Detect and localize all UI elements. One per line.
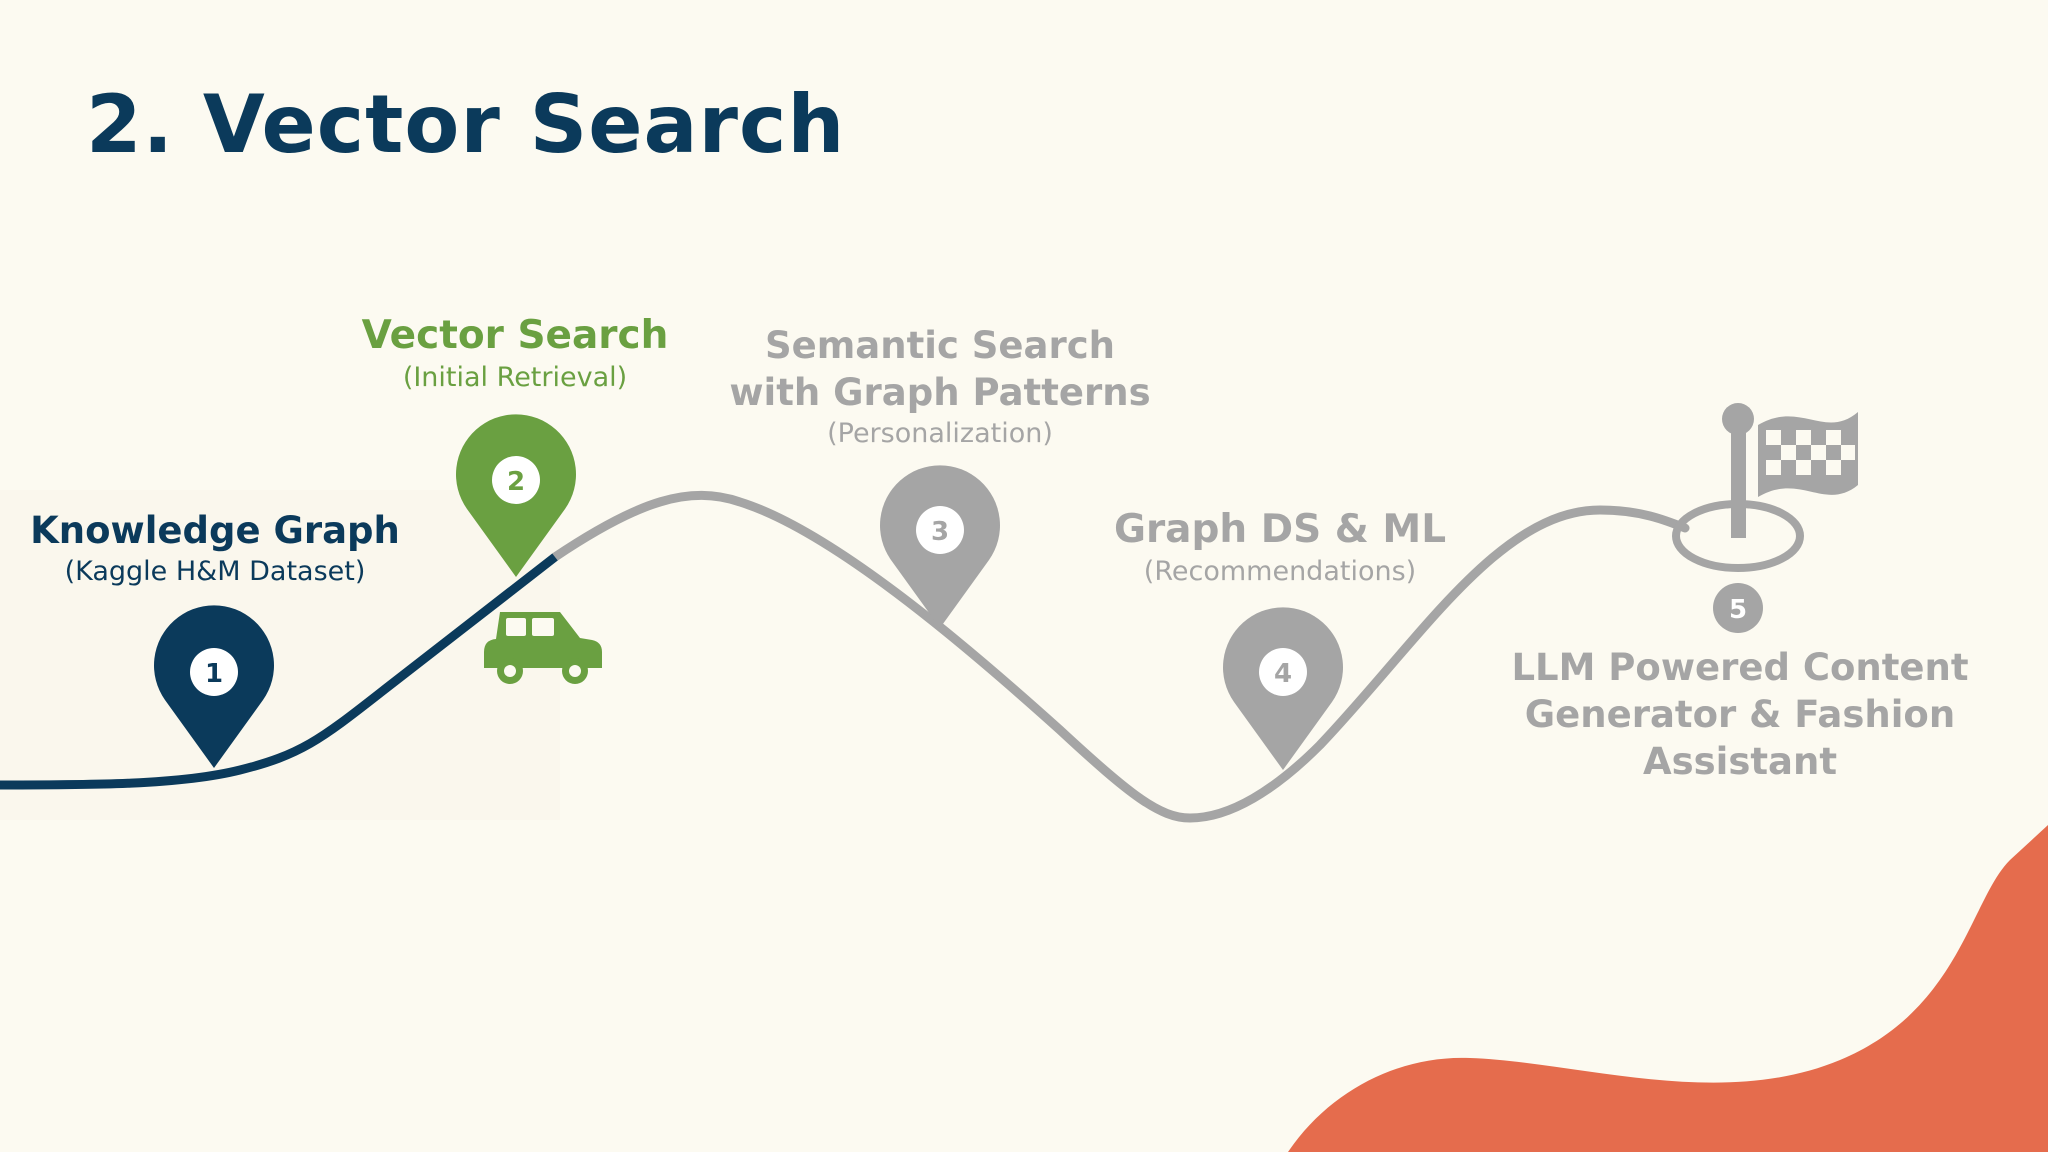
milestone-number-5: 5	[1729, 595, 1747, 625]
milestone-title-5: LLM Powered Content Generator & Fashion …	[1511, 646, 1969, 783]
checkered-flag-icon	[1672, 403, 1858, 572]
milestone-title-4: Graph DS & ML	[1113, 507, 1447, 552]
milestone-label-3: Semantic Search with Graph Patterns (Per…	[700, 322, 1180, 452]
road-upcoming	[550, 490, 1690, 823]
map-pin-icon-4[interactable]: 4	[1223, 607, 1343, 770]
map-pin-icon-1[interactable]: 1	[154, 605, 275, 768]
road-completed	[0, 553, 558, 790]
milestone-label-5: LLM Powered Content Generator & Fashion …	[1490, 644, 1990, 785]
milestone-label-1: Knowledge Graph (Kaggle H&M Dataset)	[0, 508, 430, 590]
milestone-subtitle-3: (Personalization)	[827, 418, 1053, 449]
milestone-subtitle-1: (Kaggle H&M Dataset)	[64, 556, 366, 587]
milestone-number-2: 2	[507, 467, 525, 497]
map-pin-icon-3[interactable]: 3	[880, 465, 1000, 628]
milestone-title-1: Knowledge Graph	[30, 509, 400, 552]
milestone-title-2: Vector Search	[361, 313, 669, 358]
milestone-subtitle-4: (Recommendations)	[1143, 556, 1417, 587]
milestone-label-2: Vector Search (Initial Retrieval)	[330, 312, 700, 396]
milestone-badge-5[interactable]: 5	[1713, 583, 1763, 633]
page-title: 2. Vector Search	[86, 78, 846, 171]
milestone-number-1: 1	[205, 659, 223, 689]
car-icon	[484, 612, 602, 684]
milestone-number-4: 4	[1274, 659, 1292, 689]
backdrop-panel	[0, 490, 560, 820]
milestone-label-4: Graph DS & ML (Recommendations)	[1080, 506, 1480, 590]
map-pin-icon-2[interactable]: 2	[456, 414, 576, 577]
milestone-number-3: 3	[931, 517, 949, 547]
decorative-blob	[1288, 825, 2048, 1152]
milestone-title-3: Semantic Search with Graph Patterns	[729, 324, 1151, 414]
milestone-subtitle-2: (Initial Retrieval)	[402, 362, 628, 393]
